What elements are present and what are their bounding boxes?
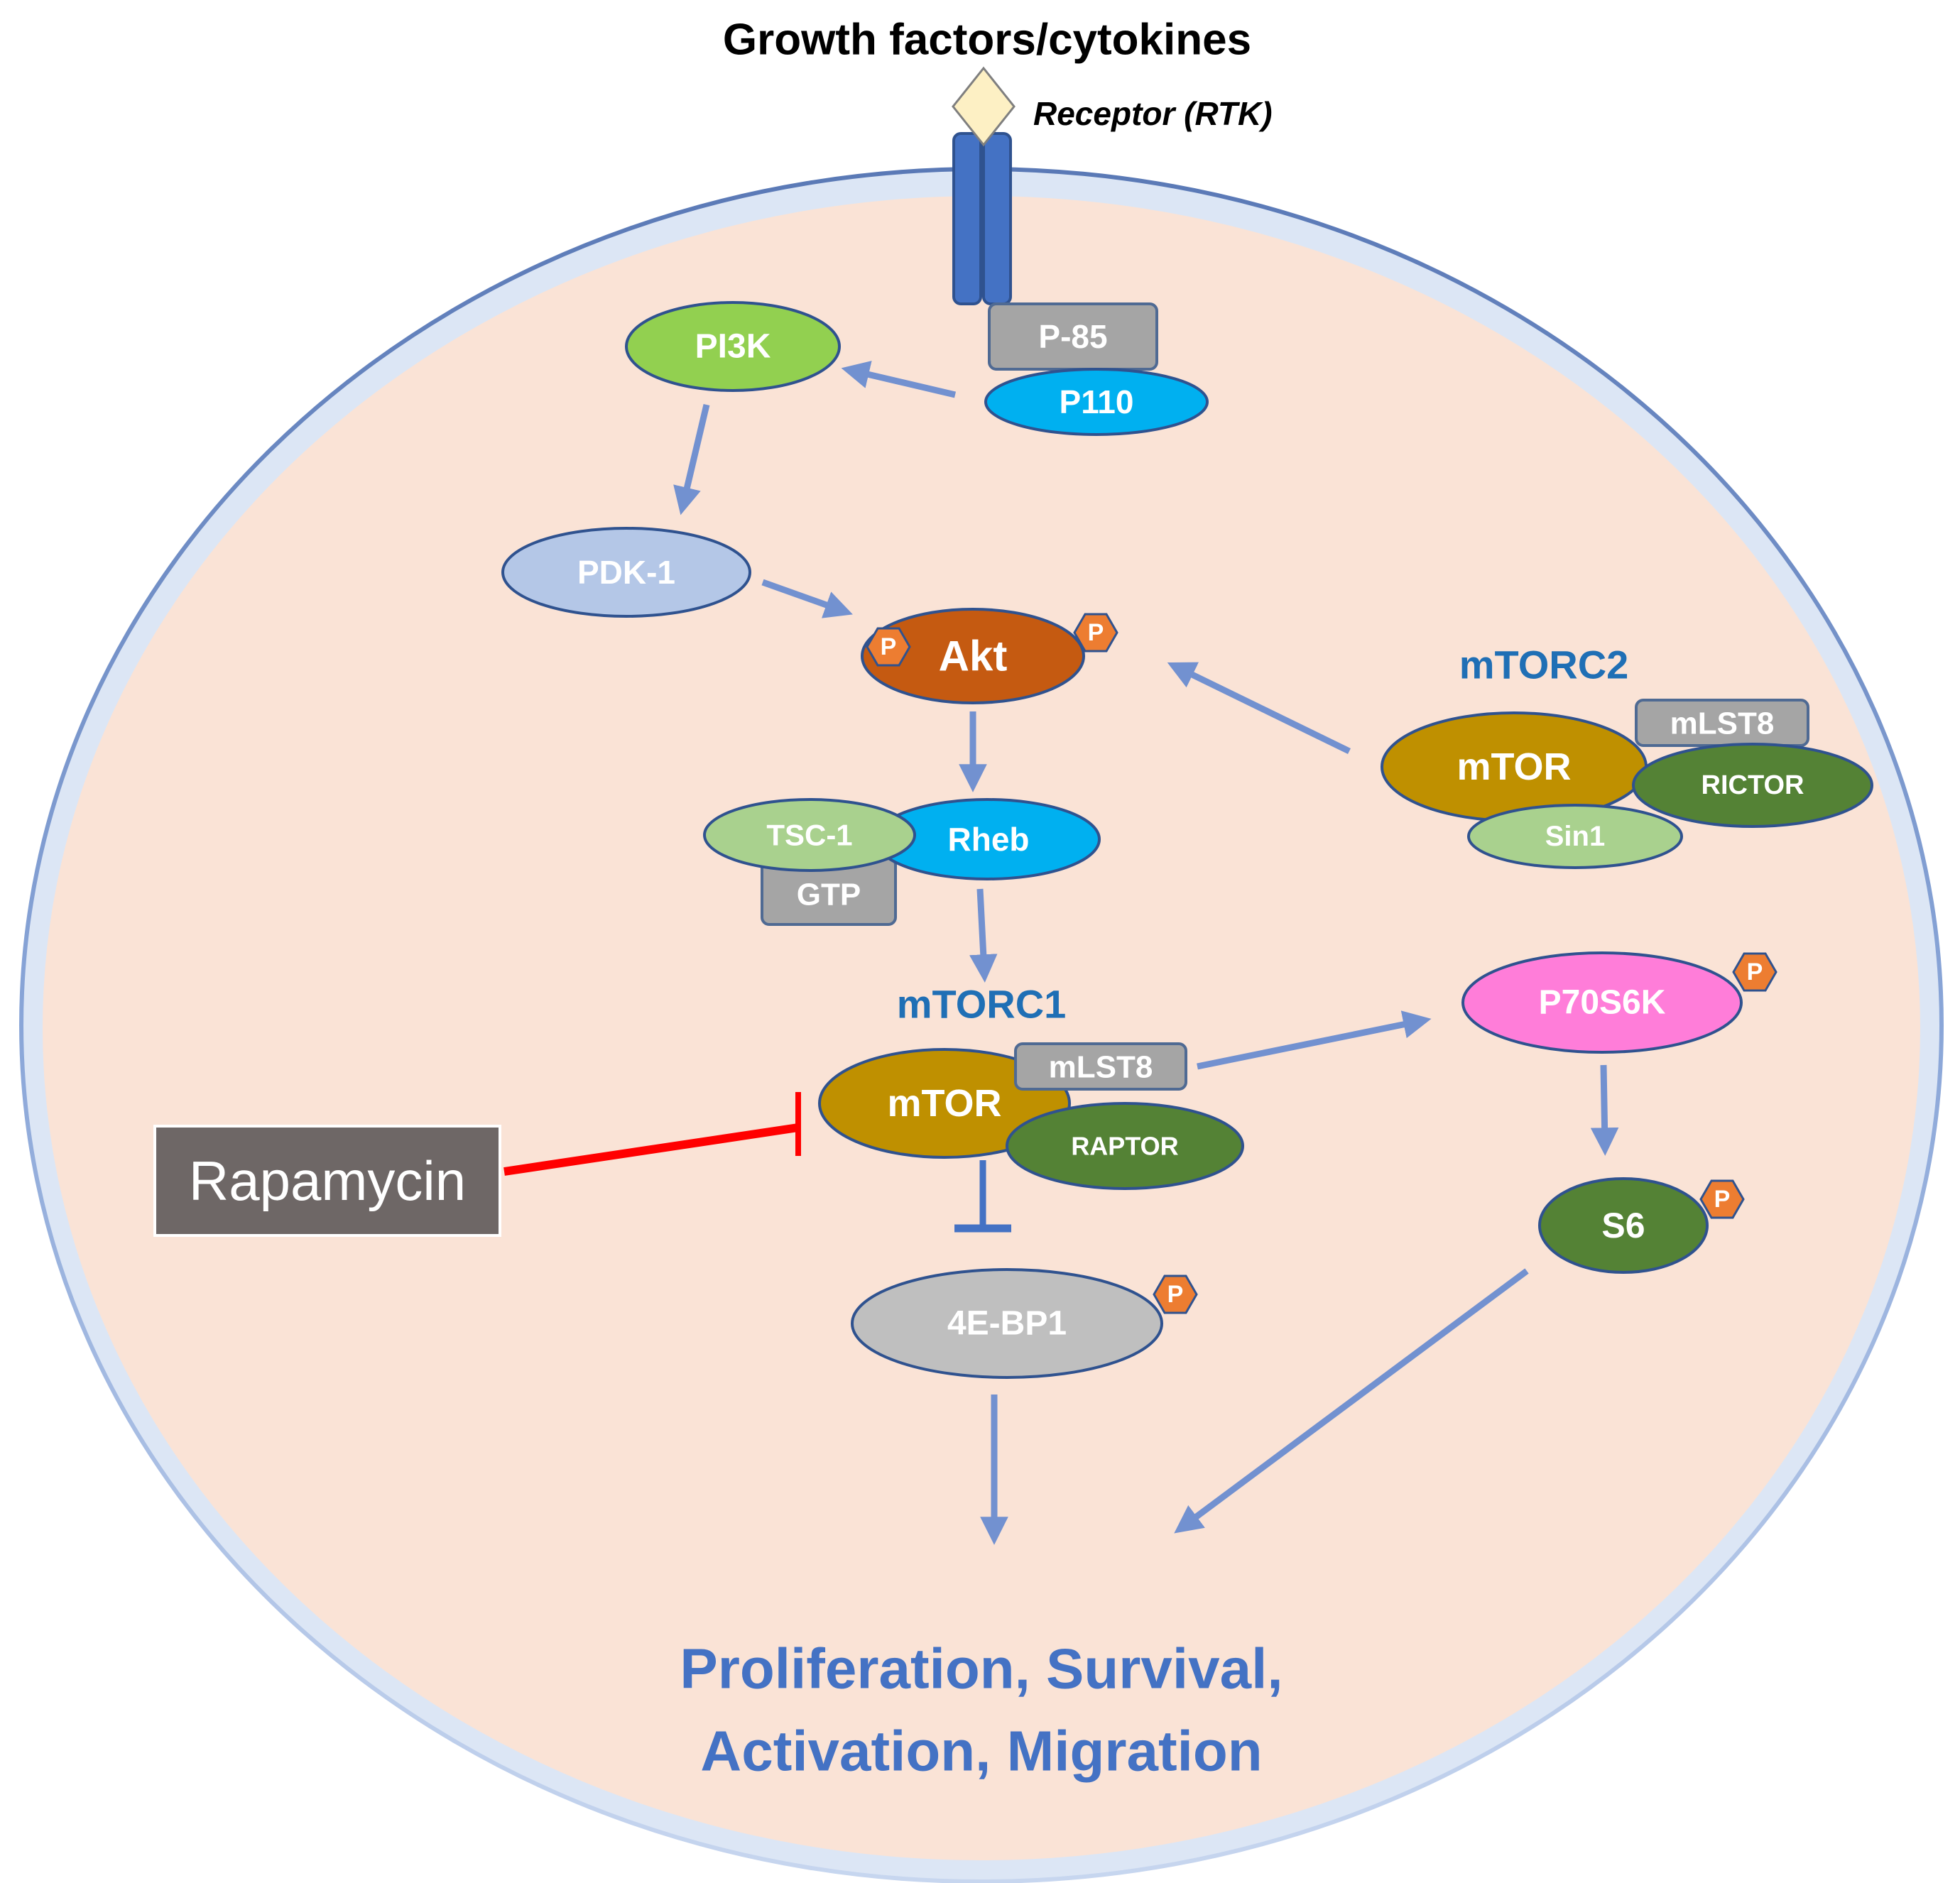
p70s6k-phospho: P [1732, 952, 1777, 992]
rictor-label: RICTOR [1702, 770, 1804, 800]
p110-node [984, 368, 1209, 436]
mtorc1-mlst8-label: mLST8 [1049, 1050, 1153, 1085]
mtorc1-mtor-label: mTOR [887, 1082, 1001, 1125]
phospho-label: P [1747, 959, 1763, 986]
sin1-node [1467, 804, 1683, 869]
4ebp1-node [851, 1268, 1163, 1379]
akt-phospho-left: P [866, 627, 911, 667]
gtp-label: GTP [797, 878, 861, 912]
akt-node [861, 608, 1085, 704]
rictor-node [1632, 743, 1873, 828]
arrow-p110-to-pi3k [841, 361, 957, 398]
raptor-node [1006, 1102, 1244, 1190]
inhibit-4ebp1 [954, 1160, 1011, 1233]
arrow-s6-to-outcome [1174, 1268, 1529, 1534]
tsc1-node [703, 798, 916, 872]
4ebp1-phospho: P [1153, 1275, 1198, 1314]
rheb-label: Rheb [948, 821, 1030, 858]
receptor-rtk [952, 66, 1016, 305]
tsc1-label: TSC-1 [766, 819, 852, 852]
mtorc2-label: mTORC2 [1459, 643, 1629, 687]
cell-cytoplasm [43, 196, 1920, 1860]
arrow-p70s6k-to-s6 [1590, 1064, 1619, 1156]
p70s6k-node [1461, 951, 1743, 1054]
phospho-label: P [881, 633, 897, 660]
p110-label: P110 [1060, 383, 1134, 420]
s6-node [1538, 1177, 1709, 1274]
outcome-line2: Activation, Migration [700, 1720, 1262, 1783]
mtorc2-mlst8-label: mLST8 [1670, 706, 1775, 741]
receptor-label: Receptor (RTK) [1033, 95, 1273, 132]
s6-phospho: P [1699, 1179, 1745, 1219]
p85-label: P-85 [1038, 318, 1107, 355]
outcome-line1: Proliferation, Survival, [680, 1637, 1283, 1701]
rapamycin-box [153, 1125, 501, 1237]
arrow-pdk1-to-akt [761, 579, 853, 618]
mtorc2-mtor-label: mTOR [1457, 746, 1571, 788]
raptor-label: RAPTOR [1071, 1132, 1178, 1161]
akt-phospho-right: P [1073, 613, 1118, 653]
pi3k-node [625, 301, 841, 392]
akt-label: Akt [939, 633, 1008, 680]
sin1-label: Sin1 [1545, 821, 1605, 852]
ligand-diamond [952, 66, 1016, 147]
4ebp1-label: 4E-BP1 [947, 1305, 1067, 1343]
rapamycin-inhibitor-line [503, 1092, 801, 1176]
mtorc1-mlst8-box [1014, 1042, 1187, 1091]
s6-label: S6 [1601, 1206, 1645, 1245]
phospho-label: P [1167, 1281, 1184, 1308]
title-growth-factors: Growth factors/cytokines [723, 16, 1251, 65]
pdk1-label: PDK-1 [577, 554, 675, 591]
mtorc1-mtor-node [818, 1048, 1071, 1159]
pi3k-label: PI3K [695, 328, 771, 366]
rapamycin-label: Rapamycin [189, 1150, 466, 1212]
phospho-label: P [1088, 619, 1104, 646]
arrow-pi3k-to-pdk1 [673, 403, 710, 515]
p70s6k-label: P70S6K [1539, 984, 1666, 1022]
mtorc1-label: mTORC1 [897, 982, 1067, 1027]
arrow-mtorc1-to-p70s6k [1197, 1010, 1432, 1070]
phospho-label: P [1714, 1186, 1731, 1213]
arrow-mtorc2-to-akt [1167, 662, 1351, 755]
arrow-rheb-to-mtorc1 [969, 888, 998, 983]
pdk1-node [501, 527, 751, 618]
